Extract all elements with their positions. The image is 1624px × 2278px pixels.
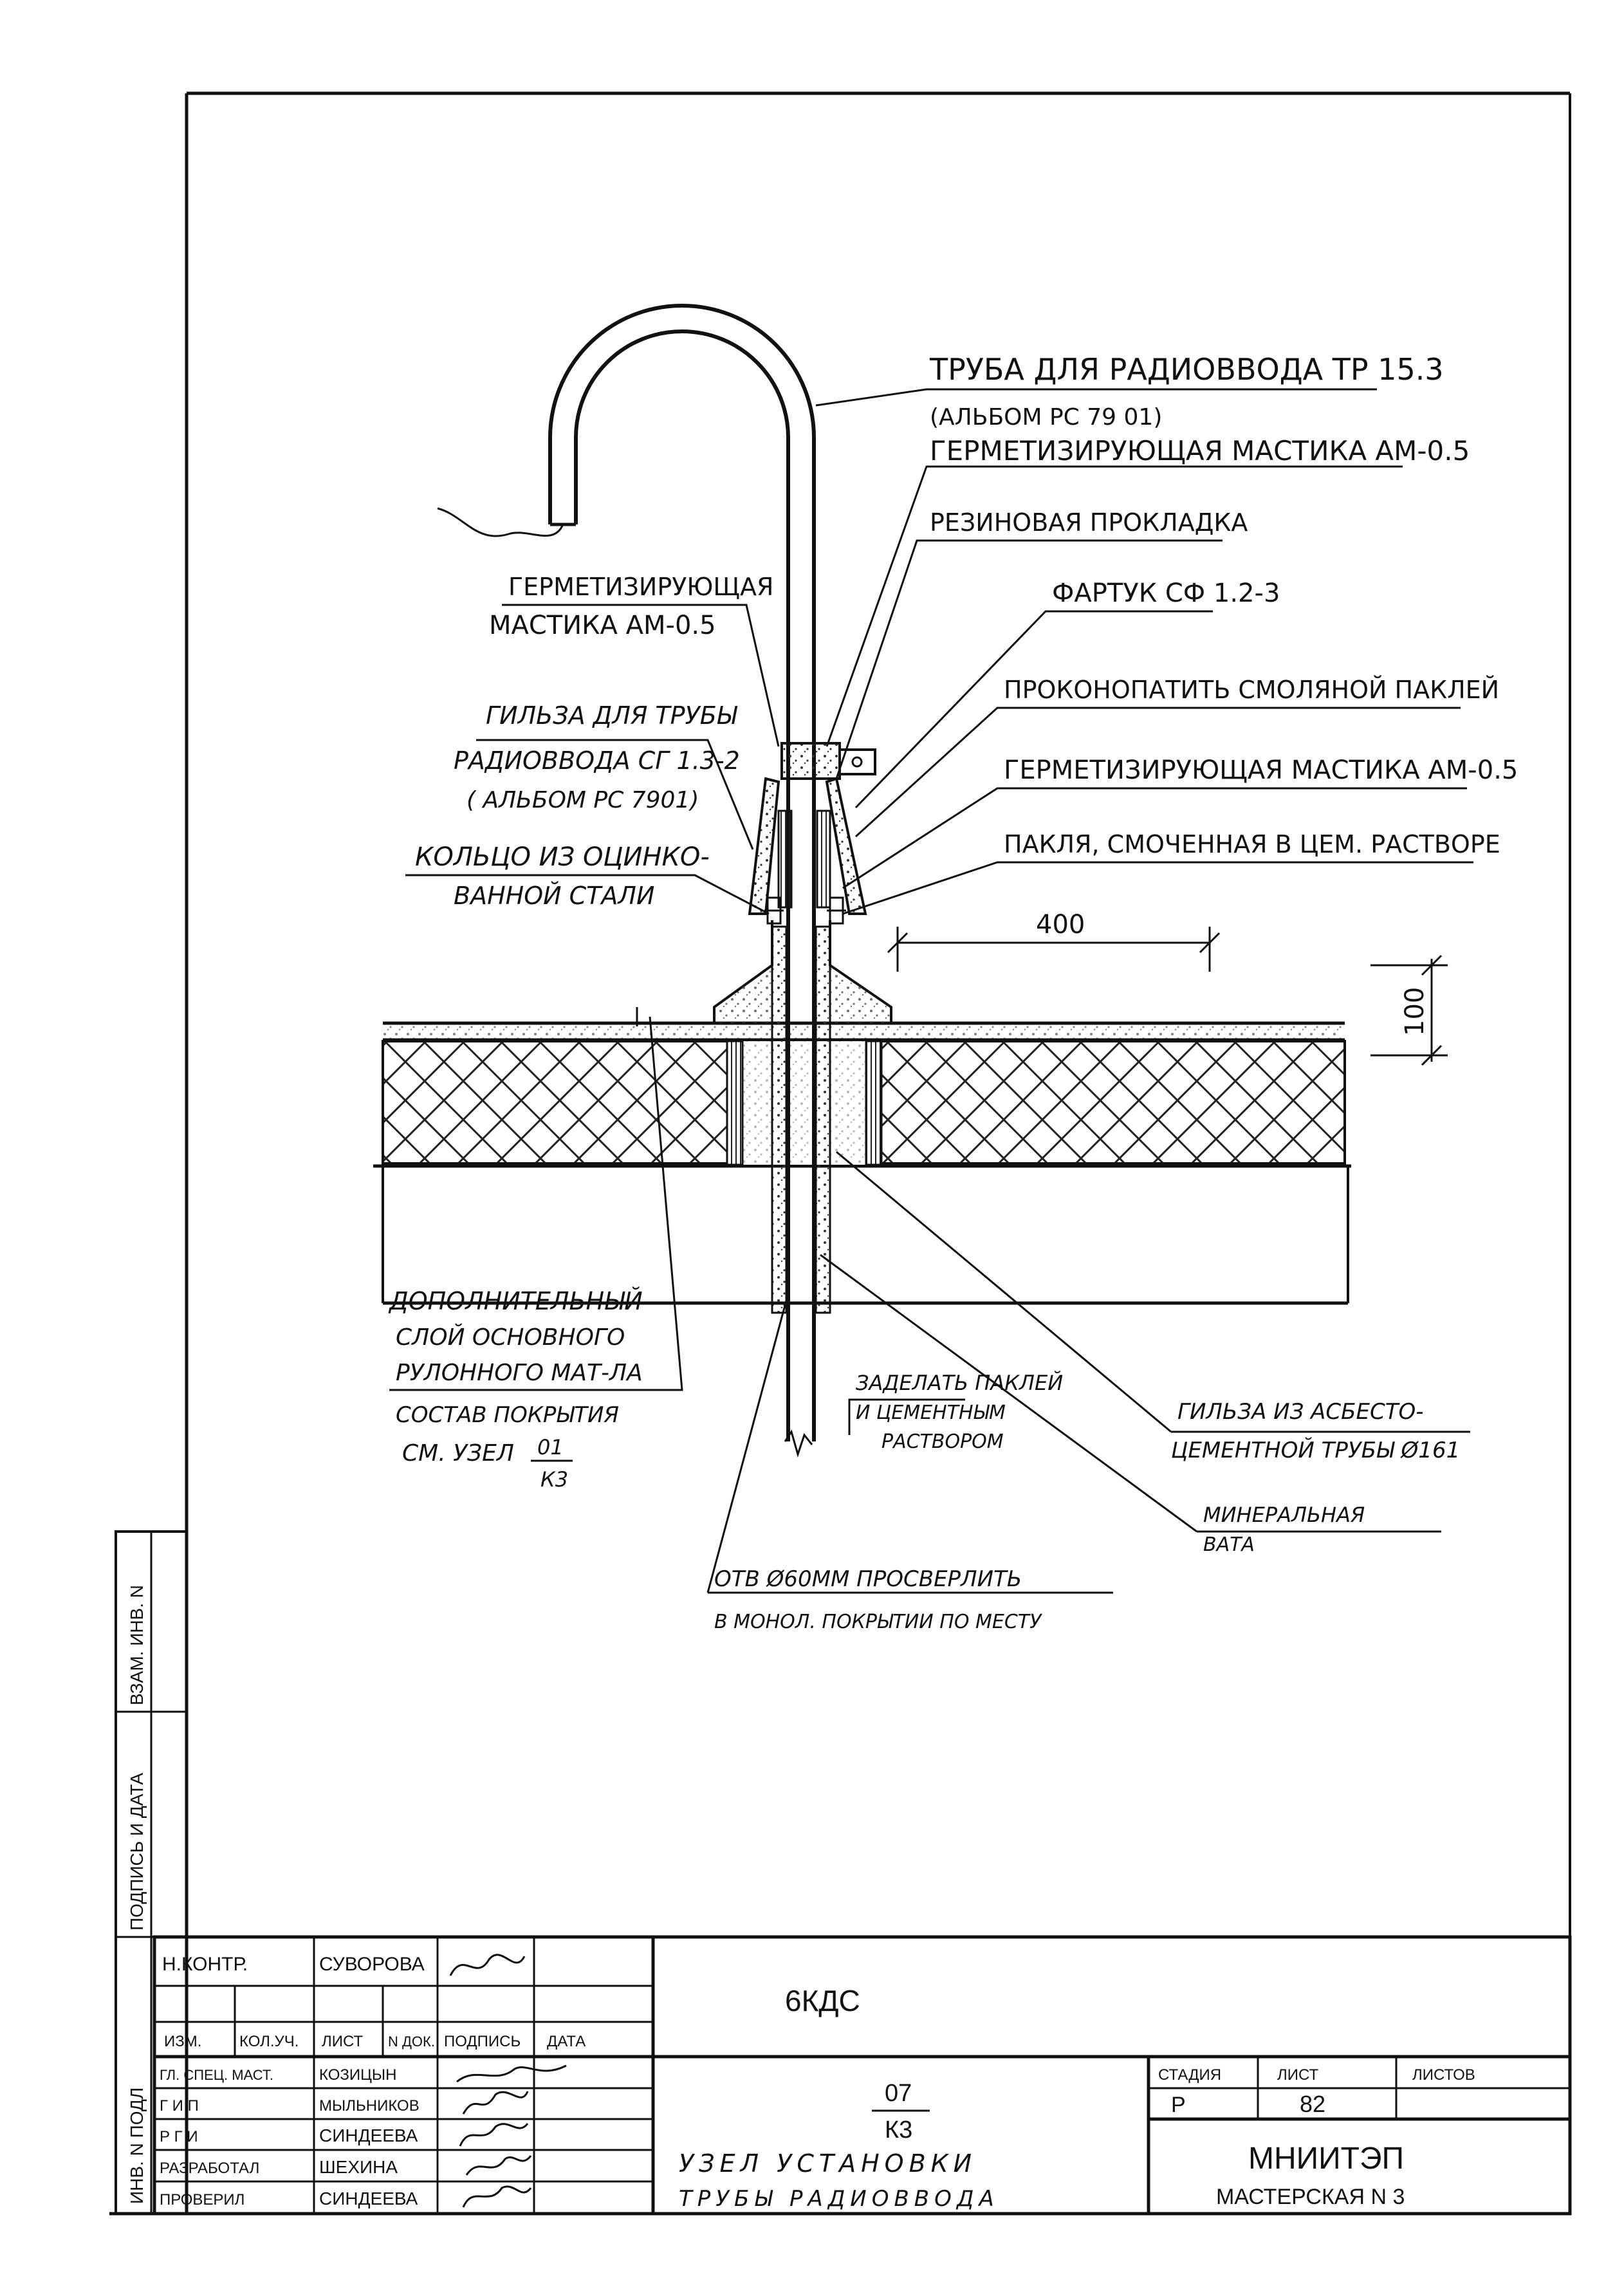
- tb-stage: Р: [1171, 2093, 1186, 2117]
- tb-title-1: УЗЕЛ УСТАНОВКИ: [679, 2149, 977, 2178]
- tb-code: 6КДС: [785, 1984, 860, 2017]
- tb-node-num: 07: [885, 2080, 912, 2107]
- dimension-100: 100: [1370, 954, 1448, 1066]
- radio-pipe: [437, 304, 831, 1458]
- label-ring-2: ВАННОЙ СТАЛИ: [454, 882, 654, 910]
- dim-400-label: 400: [1036, 910, 1085, 940]
- tb-row-role: ГЛ. СПЕЦ. МАСТ.: [160, 2067, 273, 2083]
- title-block: Н.КОНТР. СУВОРОВА ИЗМ. КОЛ.УЧ. ЛИСТ N ДО…: [152, 1935, 1572, 2216]
- tb-podpis: ПОДПИСЬ: [444, 2033, 521, 2050]
- tb-row-name: СИНДЕЕВА: [319, 2125, 418, 2145]
- label-sleeve-2: РАДИОВВОДА СГ 1.3-2: [454, 746, 740, 775]
- side-stamp-col3: ИНВ. N ПОДЛ: [127, 2088, 147, 2204]
- tb-n-kontr: Н.КОНТР.: [162, 1954, 248, 1975]
- tb-stage-hdr: СТАДИЯ: [1158, 2066, 1221, 2084]
- tb-kol-uch: КОЛ.УЧ.: [239, 2033, 299, 2050]
- label-extra-1: ДОПОЛНИТЕЛЬНЫЙ: [388, 1287, 643, 1315]
- tb-data: ДАТА: [547, 2033, 586, 2050]
- side-stamp-col2: ПОДПИСЬ И ДАТА: [127, 1773, 147, 1931]
- label-wool-1: МИНЕРАЛЬНАЯ: [1203, 1503, 1365, 1527]
- label-extra-3: РУЛОННОГО МАТ-ЛА: [396, 1360, 643, 1386]
- tb-list: ЛИСТ: [322, 2033, 364, 2050]
- dim-100-label: 100: [1400, 987, 1430, 1036]
- label-seal-2: И ЦЕМЕНТНЫМ: [856, 1402, 1006, 1424]
- tb-dept: МАСТЕРСКАЯ N 3: [1216, 2185, 1405, 2209]
- label-seal-3: РАСТВОРОМ: [881, 1431, 1004, 1453]
- label-hole-2: В МОНОЛ. ПОКРЫТИИ ПО МЕСТУ: [714, 1611, 1042, 1633]
- tb-title-2: ТРУБЫ РАДИОВВОДА: [679, 2186, 999, 2212]
- label-asbestos-1: ГИЛЬЗА ИЗ АСБЕСТО-: [1177, 1399, 1424, 1425]
- label-seal-1: ЗАДЕЛАТЬ ПАКЛЕЙ: [856, 1371, 1063, 1395]
- label-asbestos-2: ЦЕМЕНТНОЙ ТРУБЫ Ø161: [1171, 1437, 1460, 1463]
- tb-org: МНИИТЭП: [1248, 2142, 1404, 2176]
- callout-labels: ТРУБА ДЛЯ РАДИОВВОДА ТР 15.3 (АЛЬБОМ РС …: [388, 352, 1518, 1633]
- label-mastic-top: ГЕРМЕТИЗИРУЮЩАЯ МАСТИКА АМ-0.5: [930, 435, 1470, 467]
- tb-izm: ИЗМ.: [164, 2033, 201, 2050]
- tb-sheet-hdr: ЛИСТ: [1277, 2066, 1319, 2084]
- dimension-400: 400: [887, 910, 1221, 972]
- label-left-mastic-1: ГЕРМЕТИЗИРУЮЩАЯ: [508, 573, 773, 601]
- signature-marks: [449, 1954, 567, 2208]
- label-pipe-album: (АЛЬБОМ РС 79 01): [930, 404, 1162, 431]
- label-extra-num: 01: [537, 1435, 564, 1459]
- tb-row-role: Р Г И: [160, 2128, 198, 2145]
- tb-row-name: КОЗИЦЫН: [319, 2066, 396, 2084]
- sleeve-assembly: [713, 742, 892, 1024]
- roof-section: [373, 1021, 1351, 1305]
- label-extra-2: СЛОЙ ОСНОВНОГО: [396, 1324, 625, 1351]
- label-hole-1: ОТВ Ø60ММ ПРОСВЕРЛИТЬ: [714, 1566, 1022, 1592]
- tb-row-name: СИНДЕЕВА: [319, 2189, 418, 2209]
- tb-sheets-hdr: ЛИСТОВ: [1412, 2066, 1475, 2084]
- tb-n-dok: N ДОК.: [388, 2033, 435, 2050]
- label-extra-den: К3: [540, 1467, 568, 1492]
- tb-row-name: ШЕХИНА: [319, 2157, 398, 2177]
- side-stamp: ВЗАМ. ИНВ. N ПОДПИСЬ И ДАТА ИНВ. N ПОДЛ: [115, 1530, 188, 2215]
- label-extra-5: СМ. УЗЕЛ: [402, 1440, 514, 1467]
- side-stamp-col1: ВЗАМ. ИНВ. N: [127, 1585, 147, 1705]
- label-caulk: ПРОКОНОПАТИТЬ СМОЛЯНОЙ ПАКЛЕЙ: [1004, 676, 1499, 704]
- label-left-mastic-2: МАСТИКА АМ-0.5: [489, 611, 716, 640]
- tb-row-name: МЫЛЬНИКОВ: [319, 2097, 420, 2115]
- label-wool-2: ВАТА: [1203, 1533, 1255, 1556]
- tb-row-role: РАЗРАБОТАЛ: [160, 2160, 259, 2177]
- leader-lines: [389, 388, 1473, 1594]
- label-sleeve-3: ( АЛЬБОМ РС 7901): [466, 787, 699, 813]
- label-tow: ПАКЛЯ, СМОЧЕННАЯ В ЦЕМ. РАСТВОРЕ: [1004, 830, 1500, 858]
- label-apron: ФАРТУК СФ 1.2-3: [1052, 579, 1280, 608]
- label-sleeve-1: ГИЛЬЗА ДЛЯ ТРУБЫ: [486, 701, 738, 730]
- tb-row-role: Г И П: [160, 2097, 199, 2115]
- tb-row-role: ПРОВЕРИЛ: [160, 2191, 245, 2209]
- tb-n-kontr-name: СУВОРОВА: [319, 1954, 425, 1975]
- tb-sheet: 82: [1300, 2091, 1325, 2117]
- label-mastic-mid: ГЕРМЕТИЗИРУЮЩАЯ МАСТИКА АМ-0.5: [1004, 755, 1518, 785]
- label-rubber-gasket: РЕЗИНОВАЯ ПРОКЛАДКА: [930, 508, 1248, 537]
- label-ring-1: КОЛЬЦО ИЗ ОЦИНКО-: [415, 842, 710, 872]
- label-extra-4: СОСТАВ ПОКРЫТИЯ: [396, 1402, 619, 1428]
- tb-node-den: К3: [885, 2116, 912, 2144]
- label-pipe: ТРУБА ДЛЯ РАДИОВВОДА ТР 15.3: [929, 352, 1444, 387]
